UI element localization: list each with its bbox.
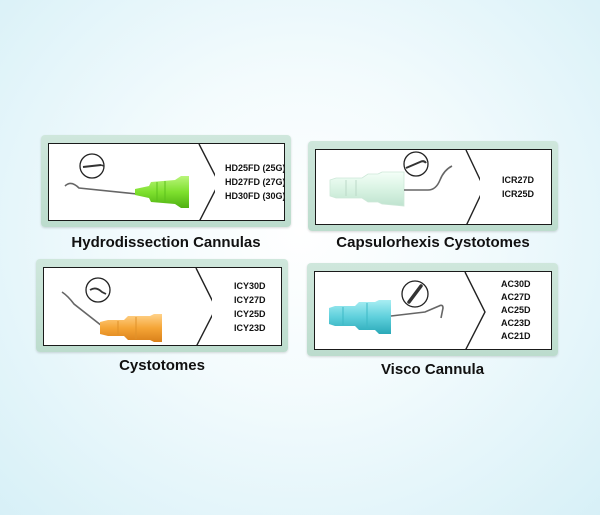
product-card-visco: AC30D AC27D AC25D AC23D AC21D: [307, 263, 558, 356]
product-code: AC21D: [501, 331, 531, 341]
cystotome-illustration: [61, 268, 217, 345]
product-title: Cystotomes: [119, 357, 205, 374]
product-code: AC23D: [501, 318, 531, 328]
product-code: AC25D: [501, 305, 531, 315]
product-code: HD25FD (25G): [225, 163, 285, 173]
product-codes: ICY30D ICY27D ICY25D ICY23D: [212, 268, 281, 345]
cystotome-icon: [329, 171, 405, 207]
product-code: ICR25D: [502, 189, 535, 199]
cannula-icon: [329, 300, 391, 334]
product-title: Hydrodissection Cannulas: [71, 234, 261, 251]
product-code: ICR27D: [502, 175, 535, 185]
product-card-hydrodissection: HD25FD (25G) HD27FD (27G) HD30FD (30G): [41, 135, 291, 227]
product-code: AC30D: [501, 279, 531, 289]
product-panel: ICY30D ICY27D ICY25D ICY23D: [43, 267, 282, 346]
product-title: Visco Cannula: [380, 361, 485, 378]
product-codes: HD25FD (25G) HD27FD (27G) HD30FD (30G): [215, 144, 284, 220]
magnifier-icon: [85, 277, 111, 303]
cystotome-illustration: [329, 150, 485, 224]
product-code: ICY27D: [234, 294, 266, 305]
cystotome-icon: [100, 314, 162, 342]
cannula-icon: [135, 176, 189, 208]
product-code: HD30FD (30G): [225, 191, 285, 201]
product-panel: ICR27D ICR25D: [315, 149, 552, 225]
product-title: Capsulorhexis Cystotomes: [336, 234, 530, 251]
product-code: ICY23D: [234, 322, 266, 333]
magnifier-icon: [79, 153, 105, 179]
product-codes: AC30D AC27D AC25D AC23D AC21D: [487, 272, 551, 349]
product-panel: AC30D AC27D AC25D AC23D AC21D: [314, 271, 552, 350]
product-code: ICY30D: [234, 280, 266, 291]
product-code: ICY25D: [234, 308, 266, 319]
product-card-capsulorhexis: ICR27D ICR25D: [308, 141, 558, 231]
product-panel: HD25FD (25G) HD27FD (27G) HD30FD (30G): [48, 143, 285, 221]
magnifier-icon: [403, 151, 429, 177]
cannula-illustration: [329, 272, 486, 349]
product-code: AC27D: [501, 292, 531, 302]
cannula-illustration: [64, 144, 220, 220]
magnifier-icon: [401, 280, 429, 308]
product-code: HD27FD (27G): [225, 177, 285, 187]
product-codes: ICR27D ICR25D: [480, 150, 551, 224]
product-card-cystotomes: ICY30D ICY27D ICY25D ICY23D: [36, 259, 288, 352]
